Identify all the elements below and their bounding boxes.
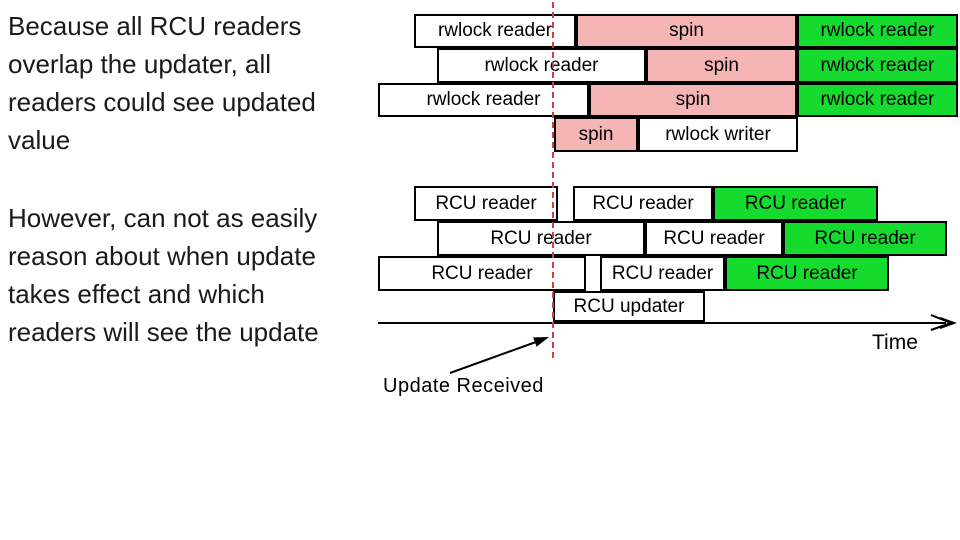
update-received-dashed-line (552, 2, 554, 358)
timeline-box-rcu-reader: RCU reader (645, 221, 783, 256)
timeline-box-rcu-updater: RCU updater (553, 291, 705, 322)
timeline-box-spin: spin (646, 48, 797, 83)
timeline-box-rwlock-reader: rwlock reader (797, 14, 958, 48)
timeline-box-rcu-reader: RCU reader (600, 256, 725, 291)
update-received-label: Update Received (383, 375, 544, 397)
timeline-box-rcu-reader: RCU reader (713, 186, 878, 221)
timeline-box-rwlock-writer: rwlock writer (638, 117, 798, 152)
bullet-paragraph-2: However, can not as easily reason about … (8, 203, 319, 347)
timeline-box-rcu-reader: RCU reader (378, 256, 586, 291)
timeline-box-spin: spin (576, 14, 797, 48)
slide-text-column: Because all RCU readers overlap the upda… (8, 7, 380, 351)
timeline-box-rwlock-reader: rwlock reader (378, 83, 589, 117)
timeline-box-spin: spin (554, 117, 638, 152)
timeline-box-rcu-reader: RCU reader (783, 221, 947, 256)
timeline-box-rwlock-reader: rwlock reader (797, 83, 958, 117)
timeline-box-rwlock-reader: rwlock reader (437, 48, 646, 83)
timeline-box-rwlock-reader: rwlock reader (414, 14, 576, 48)
timeline-box-rcu-reader: RCU reader (573, 186, 713, 221)
timeline-box-spin: spin (589, 83, 797, 117)
timeline-box-rcu-reader: RCU reader (437, 221, 645, 256)
timeline-box-rcu-reader: RCU reader (725, 256, 889, 291)
bullet-paragraph-1: Because all RCU readers overlap the upda… (8, 11, 316, 155)
timeline-box-rcu-reader: RCU reader (414, 186, 558, 221)
timeline-box-rwlock-reader: rwlock reader (797, 48, 958, 83)
time-axis-label: Time (872, 331, 918, 354)
